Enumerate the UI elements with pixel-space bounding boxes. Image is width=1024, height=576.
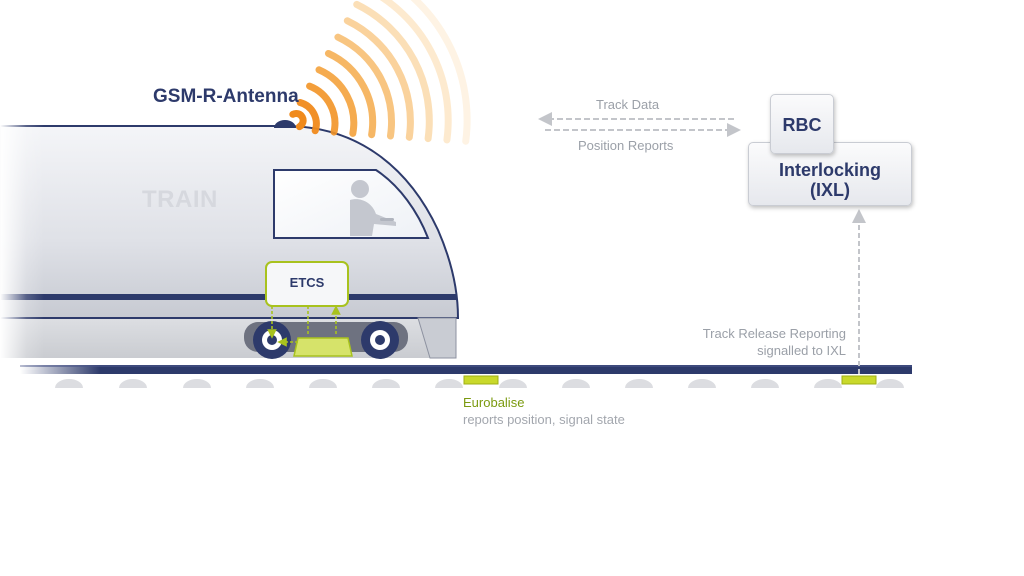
track-sleepers (55, 379, 904, 388)
balise-antenna-unit (293, 337, 353, 357)
position-reports-label: Position Reports (578, 138, 674, 153)
train-label: TRAIN (142, 186, 218, 213)
antenna-label: GSM-R-Antenna (153, 86, 299, 107)
rbc-box: RBC (770, 94, 834, 154)
eurobalise-description: reports position, signal state (463, 412, 625, 427)
eurobalise-title: Eurobalise (463, 395, 525, 410)
rail (20, 365, 912, 374)
gsm-r-antenna (274, 120, 296, 128)
etcs-box (265, 261, 349, 307)
track-release-line2: signalled to IXL (757, 343, 846, 358)
radio-link-arrows (538, 112, 741, 137)
etcs-label: ETCS (289, 275, 325, 290)
track-data-label: Track Data (596, 97, 660, 112)
track-release-line1: Track Release Reporting (702, 326, 846, 341)
track-release-label: Track Release Reporting signalled to IXL (630, 325, 846, 359)
ixl-label: (IXL) (810, 180, 850, 200)
eurobalise-ixl-icon (841, 375, 877, 385)
signal-waves-icon (289, 0, 471, 145)
rail-highlight (20, 365, 912, 367)
rbc-label: RBC (782, 115, 822, 135)
interlocking-label: Interlocking (778, 160, 881, 180)
driver-icon (350, 180, 396, 236)
etcs-connectors (267, 305, 341, 347)
eurobalise-icon (463, 375, 499, 385)
bogie (244, 321, 408, 359)
